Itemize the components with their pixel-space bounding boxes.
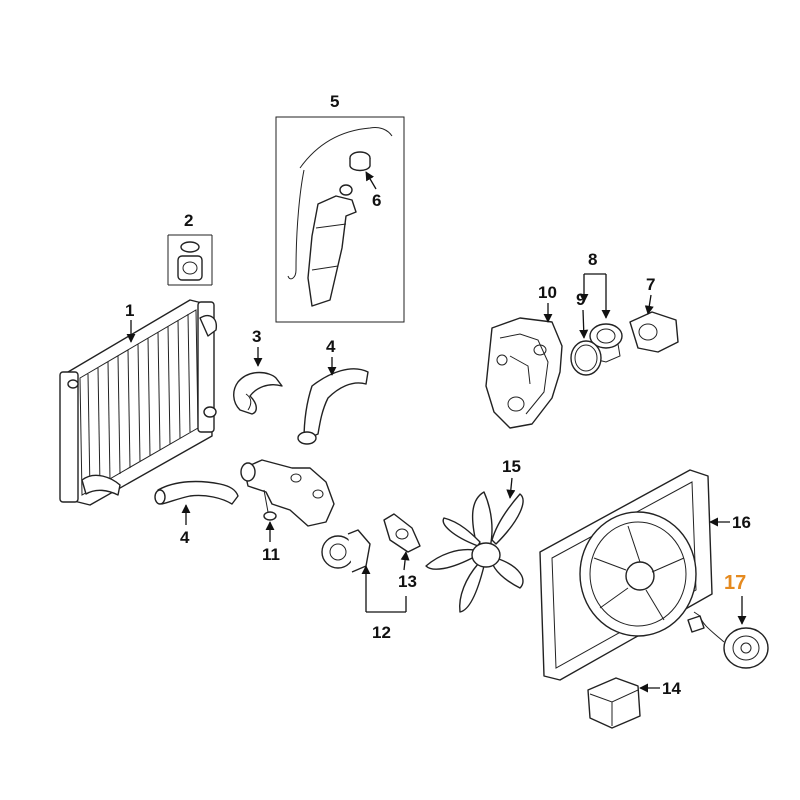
- upper-hose-part[interactable]: [233, 371, 283, 415]
- heater-hose-part[interactable]: [154, 480, 239, 505]
- callout-12: 12: [372, 623, 391, 642]
- callout-16: 16: [732, 513, 751, 532]
- fan-blade-part[interactable]: [425, 491, 524, 613]
- callout-15: 15: [502, 457, 521, 476]
- callout-11: 11: [262, 545, 280, 564]
- callout-2: 2: [184, 211, 193, 230]
- callout-6: 6: [372, 191, 381, 210]
- fan-motor-part[interactable]: [693, 611, 769, 669]
- fan-control-module-part[interactable]: [587, 677, 641, 729]
- callout-9: 9: [576, 290, 585, 309]
- callout-17: 17: [724, 572, 746, 594]
- water-outlet-housing-part[interactable]: [485, 317, 563, 429]
- o-ring-part[interactable]: [570, 340, 602, 376]
- callout-4b: 4: [180, 528, 190, 547]
- callout-3: 3: [252, 327, 261, 346]
- callout-8: 8: [588, 250, 597, 269]
- callout-4a: 4: [326, 337, 336, 356]
- callout-5: 5: [330, 92, 339, 111]
- radiator-part[interactable]: [59, 299, 217, 506]
- callout-14: 14: [662, 679, 681, 698]
- radiator-hose-part[interactable]: [297, 368, 369, 445]
- fan-shroud-part[interactable]: [539, 469, 713, 681]
- reservoir-cap-part[interactable]: [349, 151, 371, 172]
- radiator-cap-part[interactable]: [167, 234, 213, 286]
- thermostat-housing-part[interactable]: [629, 311, 679, 353]
- water-pump-part[interactable]: [321, 529, 371, 573]
- callout-13: 13: [398, 572, 417, 591]
- callout-7: 7: [646, 275, 655, 294]
- coolant-reservoir-part[interactable]: [275, 116, 405, 323]
- water-pump-housing-part[interactable]: [240, 459, 335, 527]
- callout-10: 10: [538, 283, 557, 302]
- pump-gasket-part[interactable]: [383, 513, 421, 553]
- callout-1: 1: [125, 301, 134, 320]
